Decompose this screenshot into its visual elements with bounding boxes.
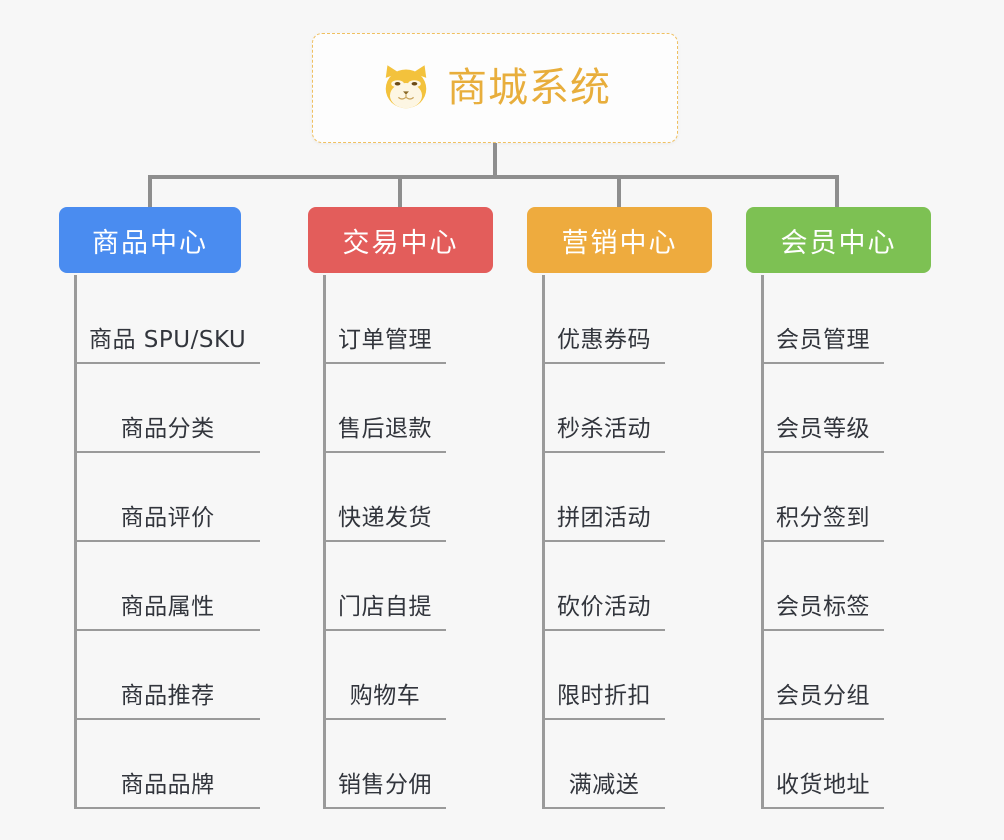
leaf-label: 销售分佣 xyxy=(338,772,432,798)
category-label-trade-center: 交易中心 xyxy=(342,227,459,259)
leaf-label: 商品评价 xyxy=(120,505,215,531)
leaf-item-product-center-5[interactable]: 商品品牌 xyxy=(75,720,261,809)
category-label-marketing-center: 营销中心 xyxy=(561,227,678,259)
leaf-item-member-center-3[interactable]: 会员标签 xyxy=(762,542,884,631)
category-label-product-center: 商品中心 xyxy=(92,227,208,259)
category-label-member-center: 会员中心 xyxy=(780,227,897,259)
category-box-product-center[interactable]: 商品中心 xyxy=(59,207,241,273)
leaf-label: 会员管理 xyxy=(776,327,870,353)
leaf-label: 商品 SPU/SKU xyxy=(89,327,247,353)
leaf-column-trade-center: 订单管理售后退款快递发货门店自提购物车销售分佣 xyxy=(323,275,446,809)
leaf-label: 售后退款 xyxy=(338,416,432,442)
leaf-label: 商品分类 xyxy=(120,416,215,442)
leaf-item-product-center-1[interactable]: 商品分类 xyxy=(75,364,261,453)
leaf-item-marketing-center-1[interactable]: 秒杀活动 xyxy=(543,364,665,453)
leaf-item-product-center-2[interactable]: 商品评价 xyxy=(75,453,261,542)
leaf-list-marketing-center: 优惠券码秒杀活动拼团活动砍价活动限时折扣满减送 xyxy=(542,275,665,809)
leaf-label: 商品推荐 xyxy=(120,683,215,709)
leaf-item-product-center-4[interactable]: 商品推荐 xyxy=(75,631,261,720)
leaf-column-marketing-center: 优惠券码秒杀活动拼团活动砍价活动限时折扣满减送 xyxy=(542,275,665,809)
leaf-item-marketing-center-3[interactable]: 砍价活动 xyxy=(543,542,665,631)
leaf-spine-member-center xyxy=(761,275,764,809)
leaf-item-member-center-5[interactable]: 收货地址 xyxy=(762,720,884,809)
leaf-item-product-center-0[interactable]: 商品 SPU/SKU xyxy=(75,275,261,364)
connector-horizontal-bus xyxy=(148,175,839,179)
leaf-label: 购物车 xyxy=(349,683,421,709)
leaf-column-product-center: 商品 SPU/SKU 商品分类商品评价商品属性商品推荐商品品牌 xyxy=(74,275,261,809)
root-node-商城系统[interactable]: 商城系统 xyxy=(312,33,678,143)
root-title: 商城系统 xyxy=(447,65,611,111)
leaf-item-member-center-0[interactable]: 会员管理 xyxy=(762,275,884,364)
leaf-item-trade-center-0[interactable]: 订单管理 xyxy=(324,275,446,364)
leaf-label: 快递发货 xyxy=(338,505,432,531)
leaf-label: 限时折扣 xyxy=(557,683,651,709)
connector-drop-member-center xyxy=(835,175,839,207)
leaf-item-member-center-1[interactable]: 会员等级 xyxy=(762,364,884,453)
connector-drop-marketing-center xyxy=(617,175,621,207)
connector-drop-trade-center xyxy=(398,175,402,207)
shiba-dog-icon xyxy=(379,61,433,115)
leaf-label: 门店自提 xyxy=(338,594,432,620)
leaf-label: 砍价活动 xyxy=(557,594,651,620)
leaf-label: 满减送 xyxy=(568,772,640,798)
connector-drop-product-center xyxy=(148,175,152,207)
leaf-item-trade-center-5[interactable]: 销售分佣 xyxy=(324,720,446,809)
category-box-trade-center[interactable]: 交易中心 xyxy=(308,207,493,273)
leaf-label: 订单管理 xyxy=(338,327,432,353)
leaf-label: 商品品牌 xyxy=(120,772,215,798)
leaf-item-marketing-center-5[interactable]: 满减送 xyxy=(543,720,665,809)
leaf-label: 秒杀活动 xyxy=(557,416,651,442)
leaf-item-trade-center-2[interactable]: 快递发货 xyxy=(324,453,446,542)
leaf-list-product-center: 商品 SPU/SKU 商品分类商品评价商品属性商品推荐商品品牌 xyxy=(74,275,261,809)
leaf-item-trade-center-3[interactable]: 门店自提 xyxy=(324,542,446,631)
leaf-label: 商品属性 xyxy=(120,594,215,620)
leaf-item-trade-center-1[interactable]: 售后退款 xyxy=(324,364,446,453)
connector-root-stem xyxy=(493,143,497,177)
leaf-item-member-center-4[interactable]: 会员分组 xyxy=(762,631,884,720)
leaf-label: 积分签到 xyxy=(776,505,870,531)
leaf-item-member-center-2[interactable]: 积分签到 xyxy=(762,453,884,542)
leaf-label: 优惠券码 xyxy=(557,327,651,353)
leaf-label: 会员分组 xyxy=(776,683,870,709)
leaf-item-product-center-3[interactable]: 商品属性 xyxy=(75,542,261,631)
leaf-item-marketing-center-0[interactable]: 优惠券码 xyxy=(543,275,665,364)
leaf-list-member-center: 会员管理会员等级积分签到会员标签会员分组收货地址 xyxy=(761,275,884,809)
leaf-item-marketing-center-4[interactable]: 限时折扣 xyxy=(543,631,665,720)
category-box-marketing-center[interactable]: 营销中心 xyxy=(527,207,712,273)
leaf-column-member-center: 会员管理会员等级积分签到会员标签会员分组收货地址 xyxy=(761,275,884,809)
leaf-spine-marketing-center xyxy=(542,275,545,809)
leaf-spine-product-center xyxy=(74,275,77,809)
leaf-label: 会员标签 xyxy=(776,594,870,620)
leaf-label: 会员等级 xyxy=(776,416,870,442)
leaf-list-trade-center: 订单管理售后退款快递发货门店自提购物车销售分佣 xyxy=(323,275,446,809)
leaf-item-trade-center-4[interactable]: 购物车 xyxy=(324,631,446,720)
category-box-member-center[interactable]: 会员中心 xyxy=(746,207,931,273)
leaf-item-marketing-center-2[interactable]: 拼团活动 xyxy=(543,453,665,542)
leaf-spine-trade-center xyxy=(323,275,326,809)
leaf-label: 收货地址 xyxy=(776,772,870,798)
leaf-label: 拼团活动 xyxy=(557,505,651,531)
